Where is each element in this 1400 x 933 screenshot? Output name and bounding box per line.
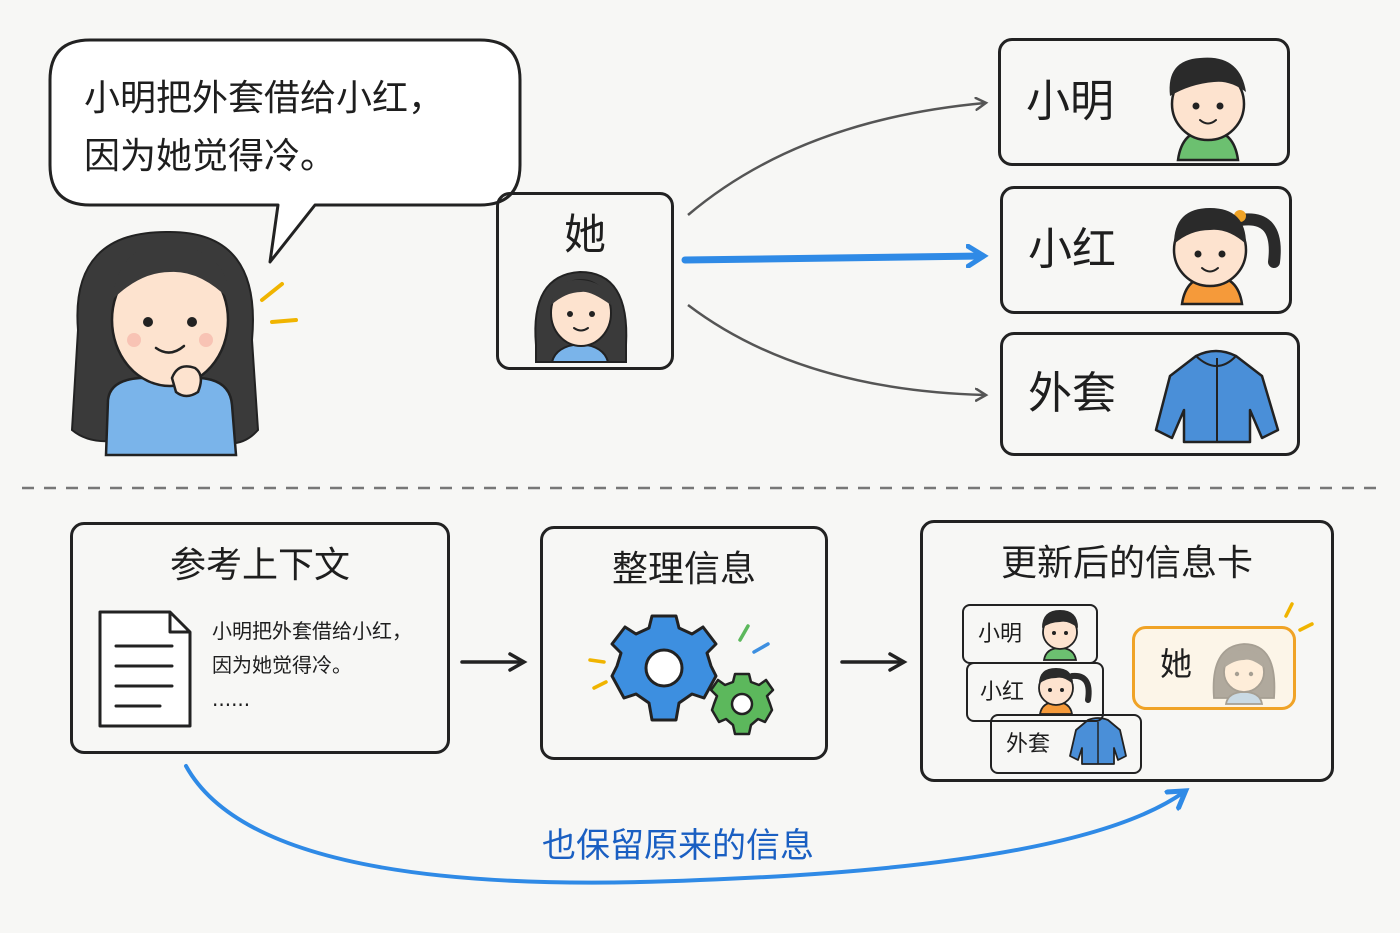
info-card-xiaohong-label: 小红	[980, 680, 1025, 705]
info-card-highlight	[1132, 626, 1296, 710]
candidate-label-jacket: 外套	[1028, 368, 1116, 419]
context-line-2: 因为她觉得冷。	[212, 653, 352, 677]
jacket-icon	[1154, 349, 1280, 444]
girl-small-icon	[534, 270, 628, 363]
pronoun-box	[496, 192, 674, 370]
candidate-box-jacket	[1000, 332, 1300, 456]
gears-icon	[588, 614, 775, 736]
info-card-jacket	[990, 714, 1142, 774]
girl-ponytail-avatar-icon	[1172, 208, 1281, 306]
retain-label: 也保留原来的信息	[542, 826, 814, 866]
boy-avatar-icon	[1169, 57, 1246, 162]
arrow-to-jacket	[687, 304, 985, 395]
step-context-box	[70, 522, 450, 754]
info-card-xiaoming-label: 小明	[978, 622, 1023, 647]
info-card-xiaohong	[966, 662, 1104, 722]
step-organize-box	[540, 526, 828, 760]
speech-line-1: 小明把外套借给小红，	[84, 78, 445, 119]
girl-thinking-icon	[70, 230, 298, 457]
step-context-title: 参考上下文	[169, 545, 350, 586]
step-organize-title: 整理信息	[611, 549, 756, 590]
arrow-to-xiaoming	[687, 103, 985, 216]
context-text: 小明把外套借给小红， 因为她觉得冷。 ......	[212, 614, 412, 716]
girl-ponytail-mini-icon	[1038, 668, 1092, 715]
arrow-to-xiaohong	[681, 256, 982, 260]
speech-text: 小明把外套借给小红， 因为她觉得冷。	[84, 70, 444, 186]
step-updated-box	[920, 520, 1334, 782]
jacket-mini-icon	[1069, 717, 1127, 765]
boy-mini-icon	[1042, 610, 1078, 661]
candidate-label-xiaohong: 小红	[1028, 224, 1116, 275]
candidate-box-xiaoming	[998, 38, 1290, 166]
info-card-jacket-label: 外套	[1006, 732, 1051, 757]
info-card-highlight-label: 她	[1160, 645, 1193, 683]
speech-bubble	[48, 38, 522, 264]
candidate-label-xiaoming: 小明	[1026, 76, 1114, 127]
candidate-box-xiaohong	[1000, 186, 1292, 314]
pronoun-label: 她	[563, 210, 606, 259]
context-line-1: 小明把外套借给小红，	[212, 619, 412, 643]
retain-curve-arrow	[184, 764, 1184, 885]
speech-line-2: 因为她觉得冷。	[84, 136, 337, 177]
document-icon	[98, 610, 192, 728]
context-ellipsis: ......	[212, 687, 251, 711]
step-updated-title: 更新后的信息卡	[1000, 543, 1253, 584]
